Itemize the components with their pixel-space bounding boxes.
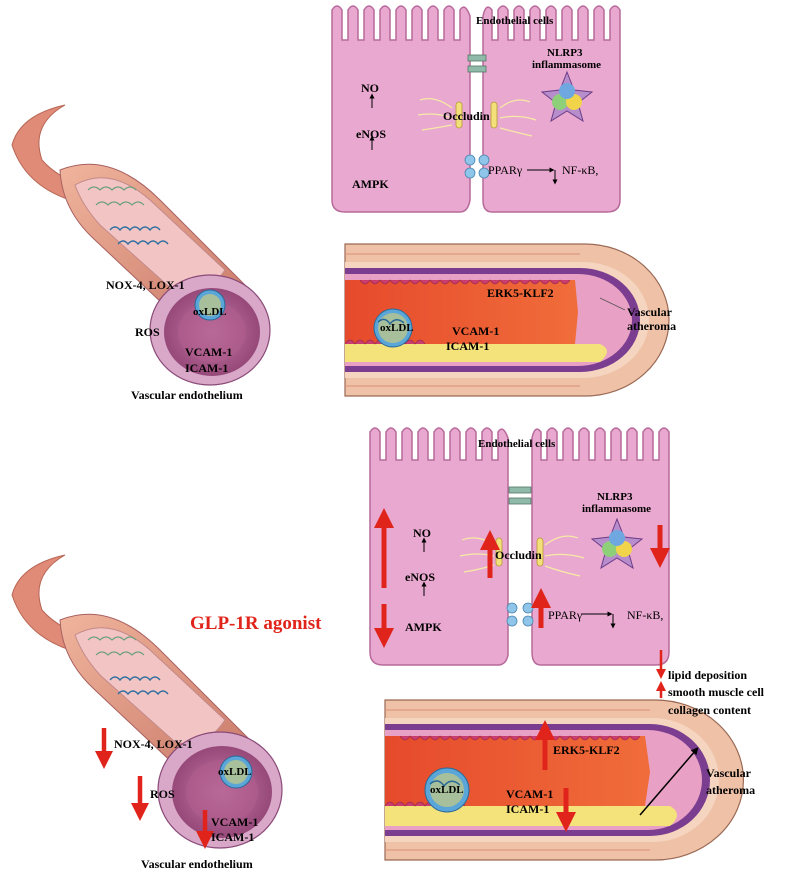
top-inflammasome-label: inflammasome [532,59,602,71]
top-atheroma-vessel [344,243,670,397]
effect-smooth-muscle-label: smooth muscle cell [668,685,764,699]
top-cell-title: Endothelial cells [476,15,554,27]
bottom-regulation-arrows [374,508,670,648]
bottom-ppar-label: PPARγ [548,608,583,622]
top-vessel-icam-label: ICAM-1 [185,361,229,375]
bottom-cell-title: Endothelial cells [478,438,556,450]
bottom-inflammasome-label: inflammasome [582,503,652,515]
top-vascular-label: Vascular [627,305,672,319]
bottom-nfkb-label: NF-κB, [627,608,664,622]
bottom-nox-label: NOX-4, LOX-1 [114,737,193,751]
top-atheroma-vcam-label: VCAM-1 [452,324,500,338]
top-ros-label: ROS [135,325,160,339]
top-vessel-caption: Vascular endothelium [131,388,243,402]
top-atheroma-icam-label: ICAM-1 [446,339,490,353]
bottom-atheroma-icam-label: ICAM-1 [506,802,550,816]
bottom-atheroma-vcam-label: VCAM-1 [506,787,554,801]
top-vessel-oxldl-label: oxLDL [193,306,227,318]
top-atheroma-oxldl-label: oxLDL [380,322,414,334]
bottom-ampk-label: AMPK [405,620,442,634]
glp1r-agonist-title: GLP-1R agonist [190,613,322,634]
top-atheroma-word-label: atheroma [627,319,677,333]
top-ppar-label: PPARγ [488,163,523,177]
top-vessel-illustration [11,104,271,386]
top-nox-label: NOX-4, LOX-1 [106,278,185,292]
top-vessel-vcam-label: VCAM-1 [185,345,233,359]
bottom-endothelial-cells [369,427,670,666]
bottom-atheroma-word-label: atheroma [706,783,756,797]
top-nfkb-label: NF-κB, [562,163,599,177]
top-occludin-label: Occludin [443,109,490,123]
bottom-vessel-icam-label: ICAM-1 [211,830,255,844]
top-ampk-label: AMPK [352,177,389,191]
bottom-atheroma-red-arrows [535,720,576,832]
top-enos-label: eNOS [356,127,386,141]
effect-collagen-label: collagen content [668,703,751,717]
bottom-vascular-label: Vascular [706,766,751,780]
bottom-vessel-vcam-label: VCAM-1 [211,815,259,829]
bottom-erk5-label: ERK5-KLF2 [553,743,620,757]
bottom-vessel-red-arrows [95,728,214,849]
bottom-no-label: NO [413,526,431,540]
bottom-vessel-illustration [11,554,283,849]
top-nlrp3-label: NLRP3 [547,47,583,59]
bottom-vessel-oxldl-label: oxLDL [218,766,252,778]
top-endothelial-cells [331,5,621,213]
effect-lipid-label: lipid deposition [668,668,748,682]
top-erk5-label: ERK5-KLF2 [487,286,554,300]
bottom-nlrp3-label: NLRP3 [597,491,633,503]
bottom-atheroma-vessel [384,699,745,861]
top-no-label: NO [361,81,379,95]
bottom-atheroma-oxldl-label: oxLDL [430,784,464,796]
bottom-vessel-caption: Vascular endothelium [141,857,253,871]
bottom-enos-label: eNOS [405,570,435,584]
bottom-ros-label: ROS [150,787,175,801]
bottom-occludin-label: Occludin [495,548,542,562]
